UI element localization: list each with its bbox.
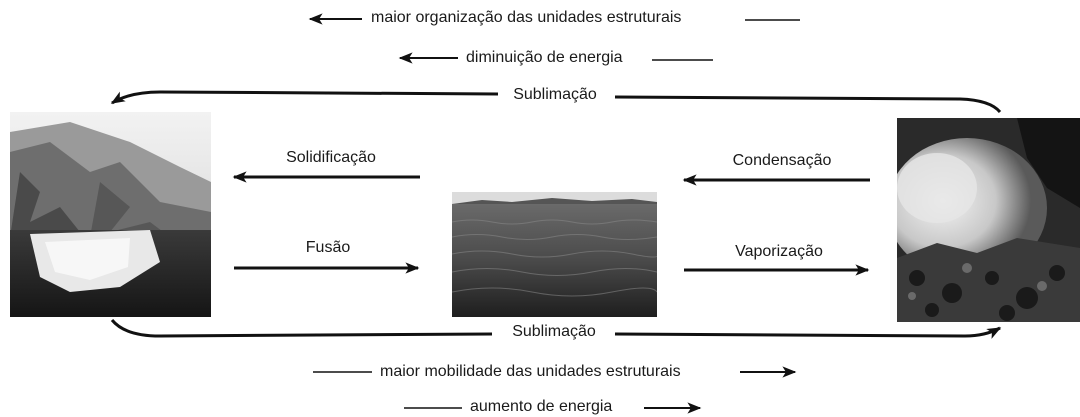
energy-decrease-label: diminuição de energia [466,49,623,66]
solidification-label: Solidificação [286,149,376,166]
liquid-water-photo [452,192,657,317]
condensation-label: Condensação [732,152,832,169]
sublimation-bottom-label: Sublimação [512,323,596,340]
organization-label: maior organização das unidades estrutura… [371,9,682,26]
vaporization-label: Vaporização [735,243,823,260]
sublimation-bottom-arrow [110,320,1000,336]
mobility-label: maior mobilidade das unidades estruturai… [380,363,681,380]
solid-ice-photo [10,112,211,317]
energy-increase-label: aumento de energia [470,398,613,415]
sublimation-top-arrow [112,92,1002,112]
fusion-label: Fusão [305,239,351,256]
sublimation-top-label: Sublimação [513,86,597,103]
vapor-geyser-photo [897,118,1080,322]
